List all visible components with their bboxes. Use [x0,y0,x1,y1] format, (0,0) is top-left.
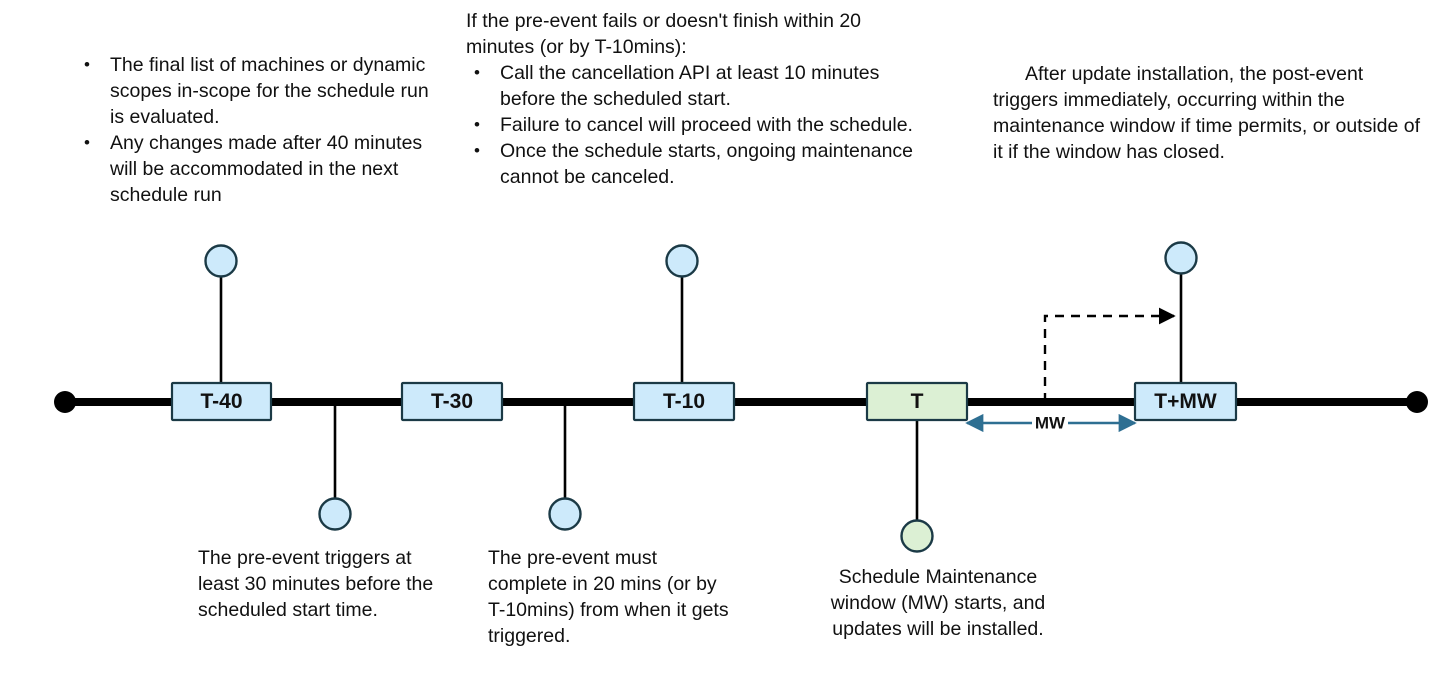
timeline-end-dot [1406,391,1428,413]
marker-circle-t-10-icon[interactable] [665,244,699,278]
timeline-node-t-30[interactable]: T-30 [400,381,504,422]
callout-t-40-bullet-1: The final list of machines or dynamic sc… [76,52,446,130]
callout-t-10-bullet-3: Once the schedule starts, ongoing mainte… [466,138,924,190]
timeline-node-t[interactable]: T [865,381,969,422]
node-label-t: T [911,390,924,413]
node-box-t-10[interactable] [632,381,736,422]
marker-circle-t-40-icon[interactable] [204,244,238,278]
callout-stems-below [333,402,919,522]
node-box-t-plus-mw[interactable] [1133,381,1238,422]
mw-span-label: MW [1035,413,1066,432]
marker-circle-maintenance-window-icon[interactable] [900,519,934,553]
node-label-t-40: T-40 [200,390,242,413]
callout-markers-above [204,241,1198,278]
node-label-t-30: T-30 [431,390,473,413]
node-box-t[interactable] [865,381,969,422]
node-box-t-30[interactable] [400,381,504,422]
callout-t-plus-mw-lead: After update installation, the post-even… [993,63,1421,163]
callout-t-10-bullet-2: Failure to cancel will proceed with the … [466,112,924,138]
marker-circle-pre-event-complete-icon[interactable] [548,497,582,531]
callout-t-10-text: Call the cancellation API at least 10 mi… [466,60,924,190]
timeline-node-t-10[interactable]: T-10 [632,381,736,422]
callout-t-40-bullet-2: Any changes made after 40 minutes will b… [76,130,446,208]
callout-markers-below [318,497,934,553]
callout-pre-event-trigger-text: The pre-event triggers at least 30 minut… [198,547,434,621]
callout-pre-event-complete-text: The pre-event must complete in 20 mins (… [488,547,729,647]
marker-circle-pre-event-trigger-icon[interactable] [318,497,352,531]
node-label-t-plus-mw: T+MW [1154,390,1217,413]
dashed-elbow-arrow-icon [1043,307,1176,402]
marker-circle-t-plus-mw-icon[interactable] [1164,241,1198,275]
timeline-node-t-40[interactable]: T-40 [170,381,273,422]
timeline-node-t-plus-mw[interactable]: T+MW [1133,381,1238,422]
node-label-t-10: T-10 [663,390,705,413]
callout-t-40-text: The final list of machines or dynamic sc… [76,52,446,208]
callout-t-10-lead: If the pre-event fails or doesn't finish… [466,10,862,58]
callout-maintenance-window-text: Schedule Maintenance window (MW) starts,… [830,566,1046,640]
post-event-connector [1043,307,1176,402]
timeline-start-dot [54,391,76,413]
callout-t-10-bullet-1: Call the cancellation API at least 10 mi… [466,60,924,112]
node-box-t-40[interactable] [170,381,273,422]
callout-stems-above [219,273,1183,402]
mw-span: MW [965,413,1137,432]
